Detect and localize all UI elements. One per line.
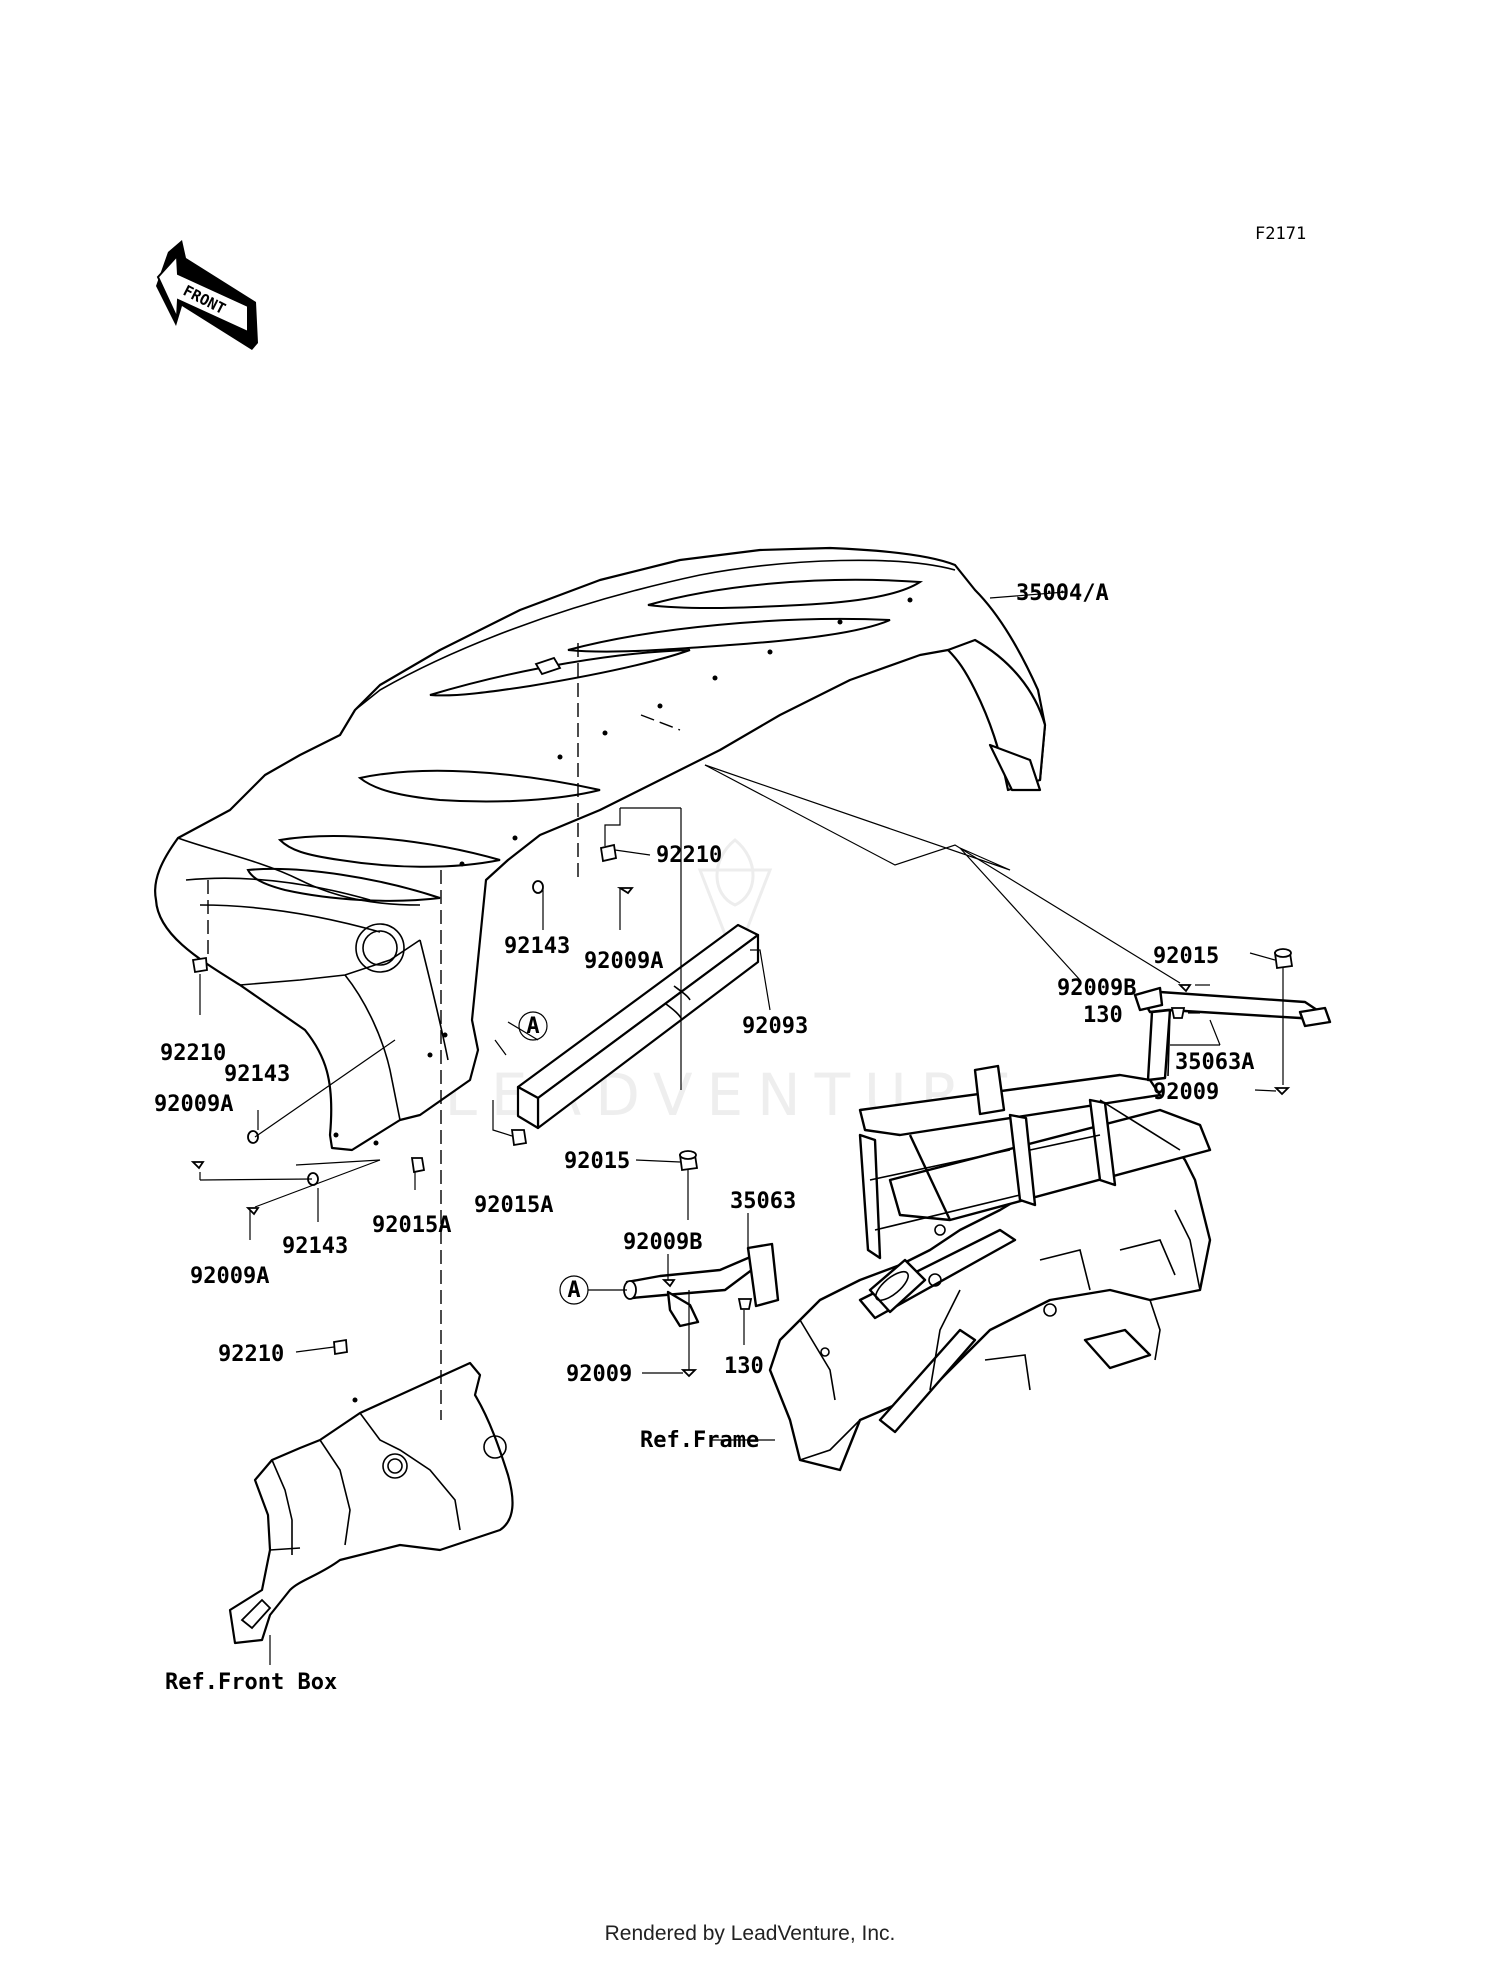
strip-92093 <box>516 923 760 1130</box>
label-92143-left: 92143 <box>224 1062 290 1087</box>
label-130-lower: 130 <box>724 1354 764 1379</box>
callout-a-upper-text: A <box>526 1014 539 1039</box>
label-92015A-right: 92015A <box>474 1193 553 1218</box>
label-92093: 92093 <box>742 1014 808 1039</box>
label-92009A-left: 92009A <box>154 1092 233 1117</box>
label-92009B-lower: 92009B <box>623 1230 702 1255</box>
label-92015-lower: 92015 <box>564 1149 630 1174</box>
diagram-code: F2171 <box>1255 224 1306 244</box>
label-35063: 35063 <box>730 1189 796 1214</box>
label-130-upper: 130 <box>1083 1003 1123 1028</box>
bracket-35063A <box>1133 986 1332 1082</box>
label-92143-lower: 92143 <box>282 1234 348 1259</box>
label-92210-lower: 92210 <box>218 1342 284 1367</box>
label-92015-upper: 92015 <box>1153 944 1219 969</box>
vehicle-frame <box>768 1064 1212 1472</box>
ref-front-box-label: Ref.Front Box <box>165 1670 337 1695</box>
callout-a-lower-text: A <box>567 1278 580 1303</box>
rear-cover-35004 <box>154 546 1047 1152</box>
front-box-panel <box>228 1361 514 1645</box>
label-92009A-lower: 92009A <box>190 1264 269 1289</box>
footer-credit: Rendered by LeadVenture, Inc. <box>605 1922 896 1945</box>
label-92009B-upper: 92009B <box>1057 976 1136 1001</box>
label-92210-top: 92210 <box>656 843 722 868</box>
label-92009-lower: 92009 <box>566 1362 632 1387</box>
label-92009A-upper: 92009A <box>584 949 663 974</box>
front-arrow-icon: FRONT <box>156 240 258 350</box>
label-92015A-left: 92015A <box>372 1213 451 1238</box>
label-92143-upper: 92143 <box>504 934 570 959</box>
callout-a-lower: A <box>559 1275 589 1305</box>
callout-a-upper: A <box>518 1011 548 1041</box>
part-labels: 35004/A 92210 92143 92009A 92093 92210 9… <box>154 581 1254 1387</box>
leader-lines <box>199 591 1284 1665</box>
bracket-35063 <box>623 1242 780 1328</box>
label-92210-left: 92210 <box>160 1041 226 1066</box>
label-35004A: 35004/A <box>1016 581 1109 606</box>
label-92009-upper: 92009 <box>1153 1080 1219 1105</box>
ref-frame-label: Ref.Frame <box>640 1428 759 1453</box>
label-35063A: 35063A <box>1175 1050 1254 1075</box>
hardware-parts <box>190 843 1294 1378</box>
